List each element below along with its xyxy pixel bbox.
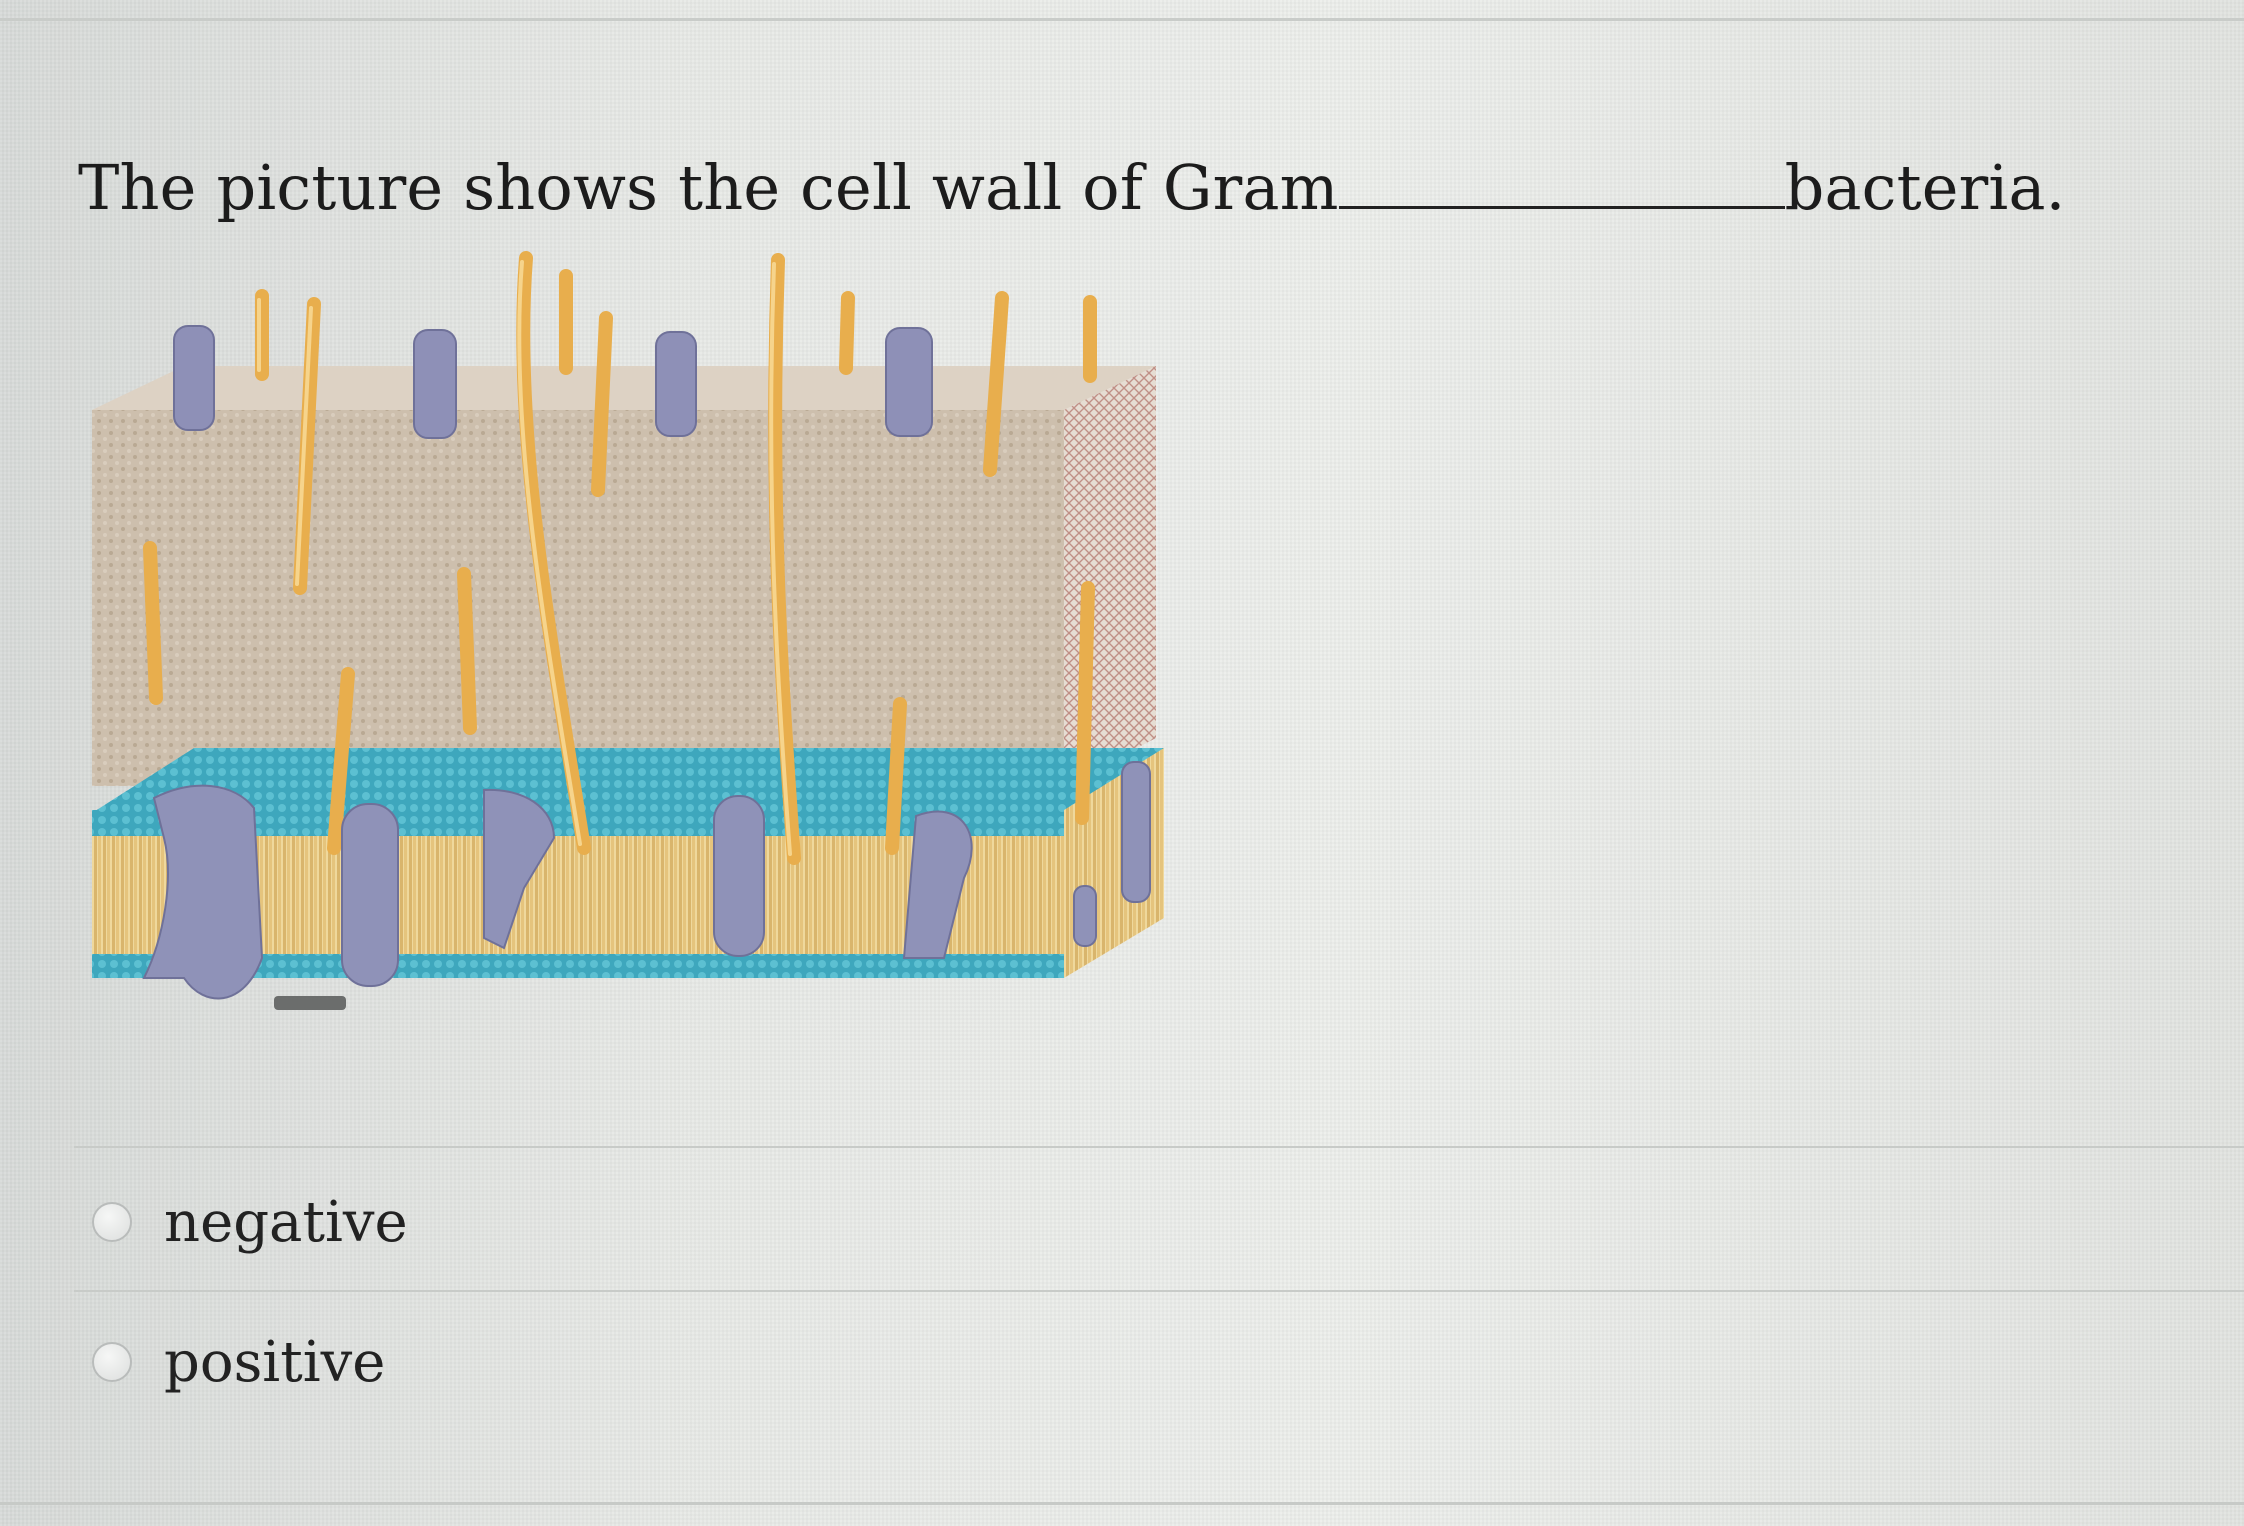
option-negative[interactable]: negative	[92, 1182, 408, 1262]
question-text: The picture shows the cell wall of Gram b…	[78, 148, 2066, 224]
cell-wall-diagram	[92, 251, 1164, 1010]
option-negative-label[interactable]: negative	[164, 1189, 408, 1255]
option-positive[interactable]: positive	[92, 1322, 385, 1402]
teichoic-acid-strands	[143, 251, 1097, 865]
option-positive-label[interactable]: positive	[164, 1329, 386, 1395]
question-text-after: bacteria.	[1784, 151, 2066, 224]
membrane-proteins	[142, 761, 1151, 1000]
surface-proteins	[173, 325, 933, 439]
top-divider	[0, 18, 2244, 21]
membrane-bottom-fragment	[274, 996, 346, 1010]
options-divider-middle	[74, 1290, 2244, 1292]
option-positive-radio[interactable]	[92, 1342, 132, 1382]
question-text-before: The picture shows the cell wall of Gram	[78, 151, 1339, 224]
bottom-divider	[0, 1502, 2244, 1505]
option-negative-radio[interactable]	[92, 1202, 132, 1242]
peptidoglycan-layer	[92, 410, 1064, 786]
membrane-top-heads	[92, 748, 1164, 813]
options-divider-top	[74, 1146, 2244, 1148]
answer-blank	[1338, 148, 1785, 209]
